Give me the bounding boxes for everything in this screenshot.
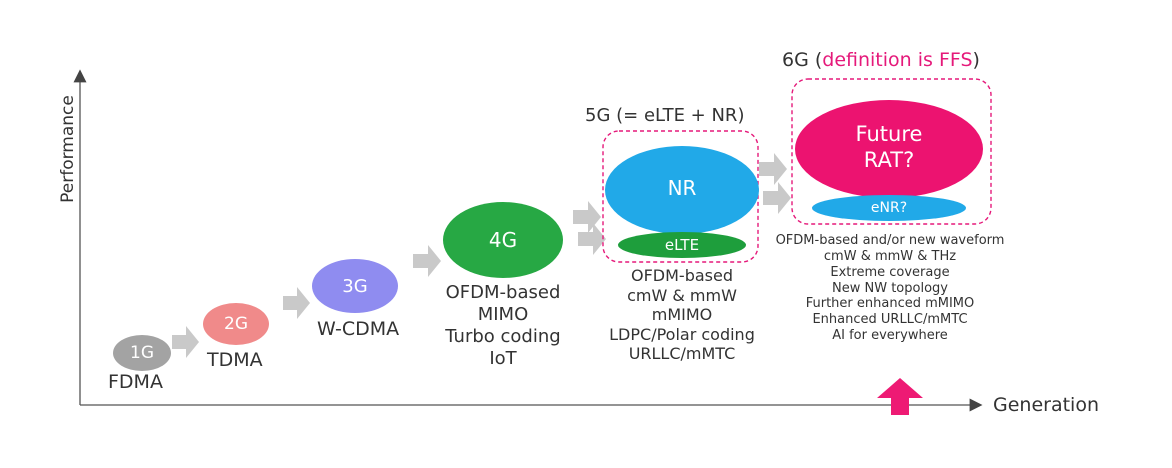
pink-up-arrow [877, 378, 923, 415]
progress-arrow-5-6a [759, 153, 787, 185]
g6-feature: AI for everywhere [832, 328, 948, 344]
nr-label: NR [667, 176, 697, 200]
tech-3g: W-CDMA [317, 318, 400, 340]
ellipse-enr [812, 195, 966, 221]
ellipse-3g [312, 259, 398, 313]
badge-3g: 3G [342, 275, 368, 297]
g5-feature: mMIMO [651, 305, 713, 325]
g5-feature: cmW & mmW [627, 285, 737, 305]
g5-title: 5G (= eLTE + NR) [585, 105, 745, 126]
g6-feature: Extreme coverage [830, 264, 950, 280]
elte-label: eLTE [664, 236, 700, 254]
ellipse-elte [618, 232, 746, 258]
enr-label: eNR? [870, 200, 908, 216]
progress-arrow-2-3 [283, 287, 310, 319]
progress-arrow-1-2 [172, 326, 199, 358]
g5-features: OFDM-based cmW & mmW mMIMO LDPC/Polar co… [602, 266, 762, 364]
tech-2g: TDMA [207, 349, 263, 371]
progress-arrow-3-4 [413, 245, 441, 277]
g6-feature: Enhanced URLLC/mMTC [812, 312, 968, 328]
tech-4g-line: IoT [489, 347, 517, 369]
tech-1g: FDMA [108, 371, 163, 393]
future-rat-label: Future RAT? [795, 110, 983, 186]
progress-arrow-5-6b [763, 182, 791, 214]
badge-4g: 4G [488, 228, 518, 252]
g6-title-suffix: ) [972, 49, 980, 71]
y-axis-label: Performance [58, 95, 78, 203]
ellipse-1g [113, 335, 171, 371]
ellipse-nr [605, 146, 759, 234]
g5-feature: URLLC/mMTC [628, 344, 736, 364]
badge-2g: 2G [224, 314, 248, 334]
g6-feature: cmW & mmW & THz [823, 248, 957, 264]
g6-dashed-box [791, 78, 992, 225]
x-axis-label: Generation [993, 394, 1099, 416]
ellipse-2g [203, 303, 269, 345]
progress-arrow-4-5b [578, 223, 606, 255]
badge-1g: 1G [130, 343, 154, 363]
g6-title-prefix: 6G ( [782, 49, 823, 71]
ellipse-future-rat [795, 100, 983, 198]
g6-title-highlight: definition is FFS [822, 49, 973, 71]
g5-feature: OFDM-based [631, 266, 733, 285]
tech-4g-line: Turbo coding [445, 325, 561, 347]
g6-feature: New NW topology [832, 280, 948, 296]
g6-title: 6G (definition is FFS) [782, 49, 980, 71]
ellipse-4g [443, 202, 563, 278]
g6-feature: OFDM-based and/or new waveform [775, 233, 1005, 248]
g6-feature: Further enhanced mMIMO [805, 296, 975, 312]
g5-feature: LDPC/Polar coding [609, 324, 755, 344]
future-rat-line1: Future [855, 122, 923, 147]
tech-4g-line: OFDM-based [445, 282, 561, 303]
g6-features: OFDM-based and/or new waveform cmW & mmW… [768, 233, 1012, 344]
tech-4g-line: MIMO [477, 303, 529, 325]
tech-4g: OFDM-based MIMO Turbo coding IoT [445, 282, 561, 370]
future-rat-line2: RAT? [863, 148, 915, 172]
